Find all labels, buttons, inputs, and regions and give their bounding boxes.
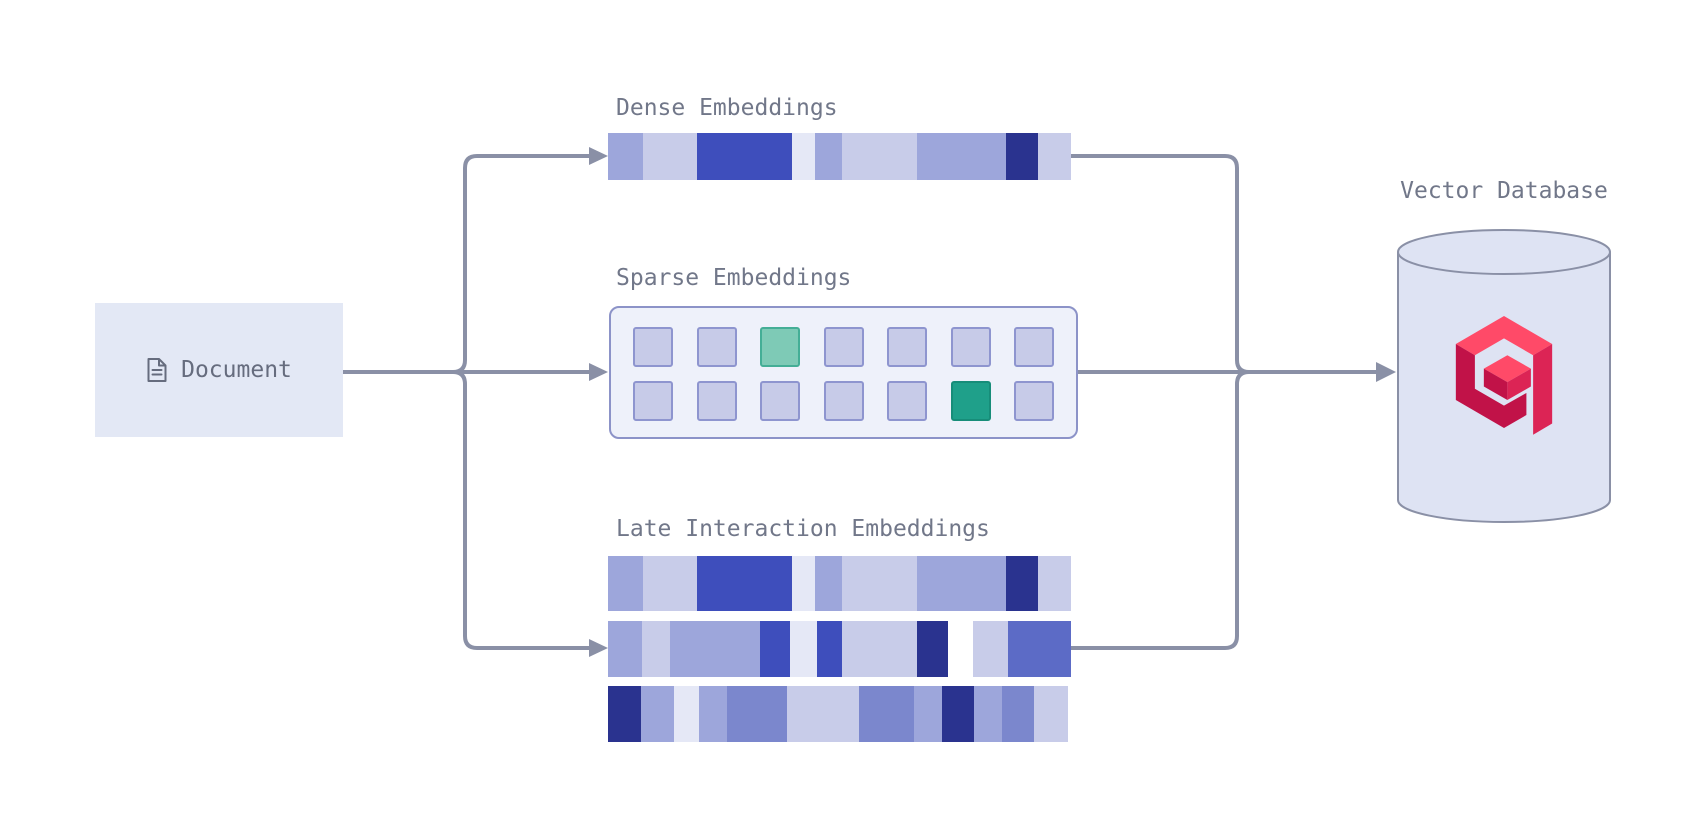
embedding-segment (697, 556, 792, 611)
embedding-segment (608, 621, 642, 677)
late-interaction-bar-1 (608, 556, 1071, 611)
sparse-cell (633, 381, 673, 421)
embedding-segment (699, 686, 727, 742)
dense-embeddings-label: Dense Embeddings (616, 95, 838, 121)
embedding-segment (859, 686, 914, 742)
embedding-segment (973, 621, 1008, 677)
connector-to-late (451, 370, 592, 650)
sparse-cell (823, 381, 864, 421)
file-text-icon (147, 358, 167, 382)
connector-dense-out (1069, 154, 1251, 374)
qdrant-logo (1455, 316, 1553, 435)
embedding-segment (1034, 686, 1068, 742)
embedding-segment (787, 686, 859, 742)
sparse-cell-active (760, 327, 800, 367)
embedding-segment (974, 686, 1002, 742)
embedding-segment (643, 556, 697, 611)
embedding-segment (760, 621, 790, 677)
sparse-cell (696, 327, 737, 367)
embedding-segment (608, 556, 643, 611)
sparse-cell (633, 327, 673, 367)
embedding-segment (674, 686, 699, 742)
sparse-cell (696, 381, 737, 421)
embedding-segment (842, 621, 917, 677)
sparse-cell (1014, 381, 1054, 421)
embedding-segment (917, 133, 1006, 180)
embedding-segment (790, 621, 817, 677)
embedding-segment (815, 556, 842, 611)
embedding-segment (1006, 556, 1038, 611)
embedding-segment (1008, 621, 1071, 677)
embedding-segment (792, 556, 815, 611)
late-interaction-bar-2 (608, 621, 1071, 677)
connector-to-dense (451, 154, 592, 374)
embedding-segment (608, 133, 643, 180)
sparse-cell (887, 381, 927, 421)
sparse-cell (823, 327, 864, 367)
late-interaction-bar-3 (608, 686, 1068, 742)
embedding-segment (608, 686, 641, 742)
embedding-segment (914, 686, 942, 742)
embedding-segment (642, 621, 670, 677)
arrowhead-late (589, 639, 608, 657)
embedding-segment (1006, 133, 1038, 180)
sparse-embedding-panel (609, 306, 1078, 439)
vector-database-label: Vector Database (1400, 178, 1608, 204)
embedding-segment (917, 621, 948, 677)
late-interaction-embeddings-label: Late Interaction Embeddings (616, 516, 990, 542)
embedding-segment (842, 133, 917, 180)
dense-embedding-bar (608, 133, 1071, 180)
document-node: Document (95, 303, 343, 437)
embedding-segment (917, 556, 1006, 611)
sparse-cell (760, 381, 800, 421)
embedding-segment (1038, 556, 1071, 611)
sparse-cell (950, 327, 991, 367)
embedding-segment (817, 621, 842, 677)
connector-late-out (1069, 370, 1251, 650)
sparse-cell-active (950, 381, 991, 421)
sparse-cell (887, 327, 927, 367)
embedding-segment (815, 133, 842, 180)
embedding-segment (1038, 133, 1071, 180)
sparse-cell (1014, 327, 1054, 367)
embedding-segment (942, 686, 974, 742)
embedding-segment (727, 686, 787, 742)
sparse-embeddings-label: Sparse Embeddings (616, 265, 852, 291)
embedding-segment (643, 133, 697, 180)
arrowhead-database (1376, 362, 1396, 382)
embedding-segment (697, 133, 792, 180)
embedding-segment (842, 556, 917, 611)
embedding-segment (670, 621, 760, 677)
document-label: Document (181, 357, 292, 383)
arrowhead-sparse (589, 363, 608, 381)
arrowhead-dense (589, 147, 608, 165)
embedding-segment (948, 621, 973, 677)
embedding-segment (792, 133, 815, 180)
embedding-segment (1002, 686, 1034, 742)
embedding-segment (641, 686, 674, 742)
